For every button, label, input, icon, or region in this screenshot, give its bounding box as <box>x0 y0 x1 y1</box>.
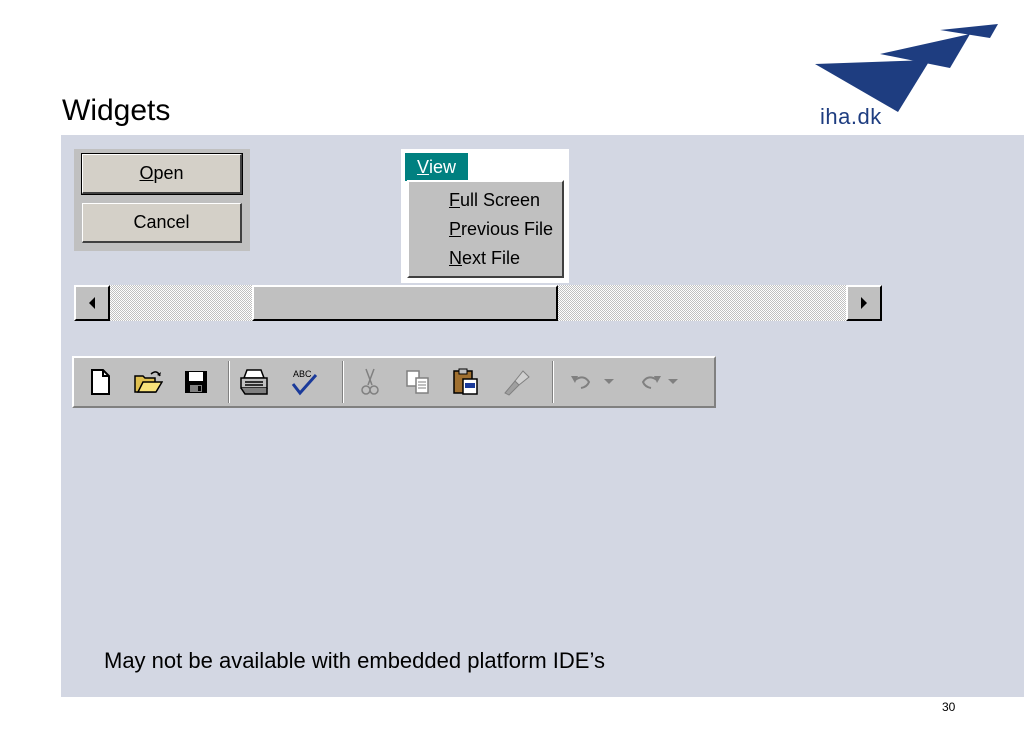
slide-note: May not be available with embedded platf… <box>104 648 605 673</box>
print-icon <box>240 369 268 395</box>
label: ull Screen <box>460 190 541 210</box>
view-accel: V <box>416 156 429 177</box>
left-arrow-icon <box>89 297 95 309</box>
save-button[interactable] <box>178 364 214 400</box>
logo-text: iha.dk <box>820 104 882 129</box>
slide-title: Widgets <box>62 94 171 127</box>
redo-dropdown-button[interactable] <box>664 364 682 400</box>
open-accel: O <box>139 163 154 183</box>
print-button[interactable] <box>236 364 272 400</box>
menu-item-full-screen[interactable]: Full Screen <box>449 190 540 211</box>
accel: P <box>449 219 462 239</box>
label: revious File <box>461 219 554 239</box>
accel: N <box>449 248 462 268</box>
new-document-icon <box>91 369 110 395</box>
spelling-check-icon: ABC <box>291 369 318 396</box>
toolbar-separator <box>228 361 230 403</box>
paste-button[interactable] <box>448 364 484 400</box>
horizontal-scrollbar[interactable] <box>74 285 884 321</box>
undo-dropdown-button[interactable] <box>600 364 618 400</box>
redo-icon <box>641 376 661 389</box>
spelling-button[interactable]: ABC <box>286 364 322 400</box>
undo-button[interactable] <box>566 364 602 400</box>
page-number: 30 <box>942 700 956 714</box>
chevron-down-icon <box>604 379 614 384</box>
open-label: pen <box>153 163 184 183</box>
scroll-left-button[interactable] <box>74 285 110 321</box>
scroll-right-button[interactable] <box>846 285 882 321</box>
paste-icon <box>453 368 478 395</box>
right-arrow-icon <box>861 297 867 309</box>
save-icon <box>185 371 207 393</box>
accel: F <box>449 190 460 210</box>
menu-item-next-file[interactable]: Next File <box>449 248 520 269</box>
menu-item-previous-file[interactable]: Previous File <box>449 219 553 240</box>
view-label: iew <box>429 156 457 177</box>
svg-text:ABC: ABC <box>293 369 312 379</box>
open-file-button[interactable] <box>130 364 166 400</box>
cut-icon <box>361 368 379 395</box>
format-painter-button[interactable] <box>498 364 534 400</box>
chevron-down-icon <box>668 379 678 384</box>
format-painter-icon <box>504 370 530 396</box>
copy-icon <box>406 370 429 394</box>
label: ext File <box>462 248 521 268</box>
cancel-button[interactable]: Cancel <box>82 203 242 243</box>
cut-button[interactable] <box>352 364 388 400</box>
undo-icon <box>571 376 591 389</box>
scrollbar-thumb[interactable] <box>252 285 558 321</box>
redo-button[interactable] <box>630 364 666 400</box>
new-button[interactable] <box>82 364 118 400</box>
standard-toolbar: ABC <box>72 356 716 408</box>
open-folder-icon <box>134 371 163 393</box>
toolbar-separator <box>552 361 554 403</box>
toolbar-separator <box>342 361 344 403</box>
view-menu-dropdown: Full Screen Previous File Next File <box>407 180 564 278</box>
copy-button[interactable] <box>400 364 436 400</box>
iha-logo-icon <box>815 24 998 112</box>
